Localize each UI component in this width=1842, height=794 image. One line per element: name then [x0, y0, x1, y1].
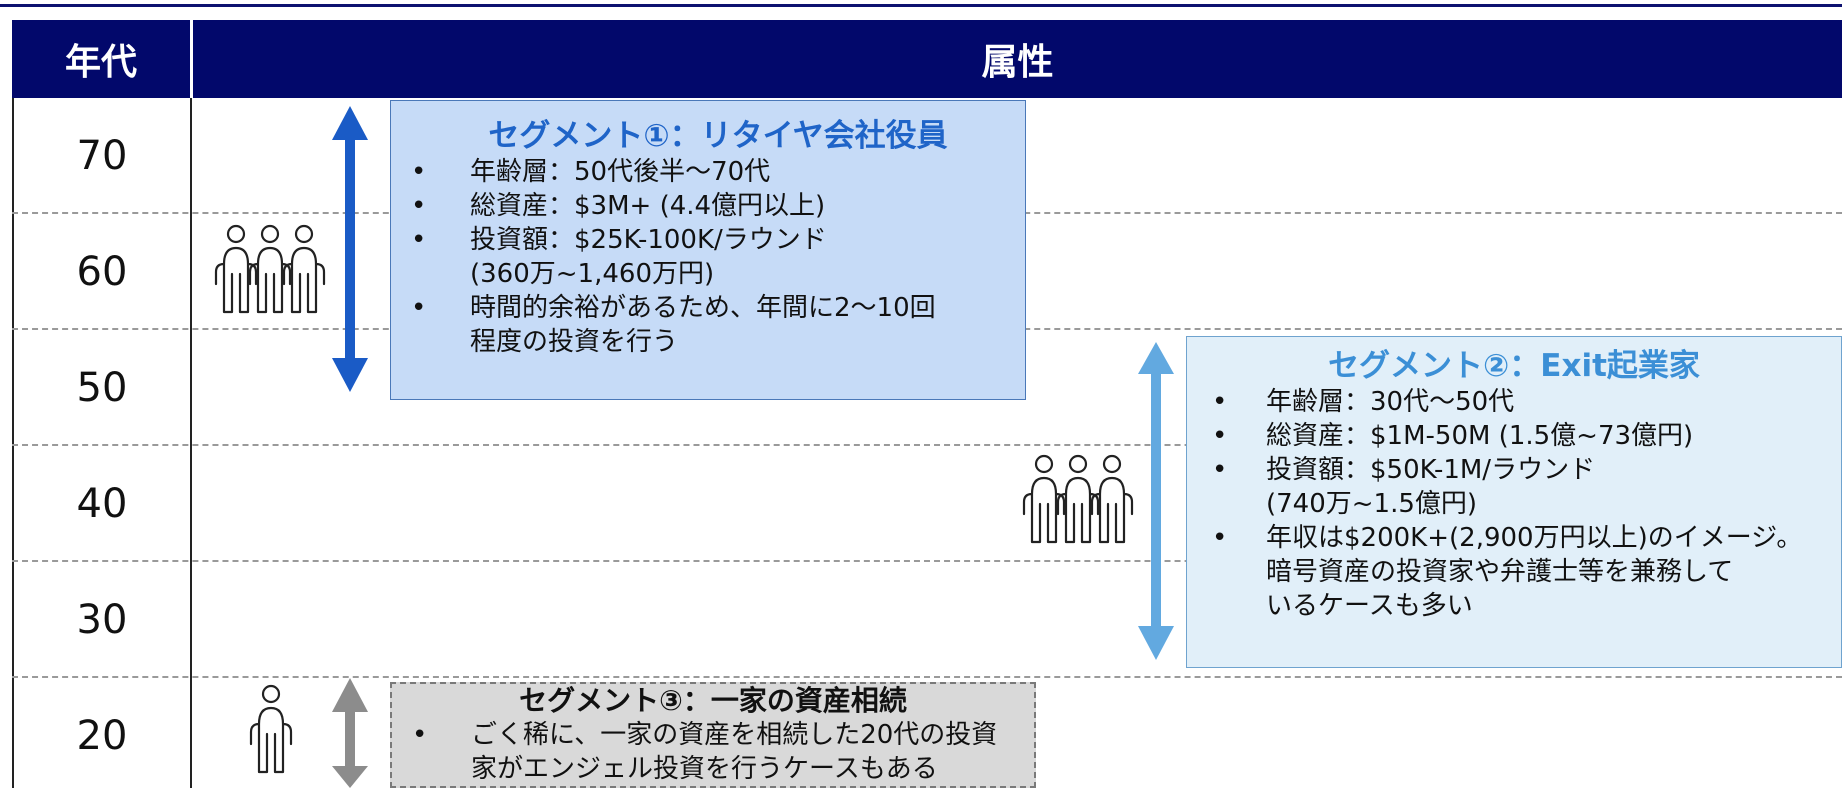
list-item: •投資額：$50K-1M/ラウンド (740万~1.5億円) [1212, 455, 1596, 519]
row-separator [12, 560, 1842, 562]
bullet-text: 年齢層：30代～50代 [1266, 387, 1515, 417]
bullet-text: 時間的余裕があるため、年間に2～10回 程度の投資を行う [470, 293, 936, 357]
age-label-40: 40 [76, 481, 128, 527]
single-person-icon [249, 684, 293, 774]
segment-3-title: セグメント③：一家の資産相続 [519, 684, 907, 717]
segment-1-box: セグメント①：リタイヤ会社役員 •年齢層：50代後半～70代 •総資産：$3M+… [390, 100, 1026, 400]
age-label-70: 70 [76, 133, 128, 179]
age-label-60: 60 [76, 249, 128, 295]
segment-3-bullets: •ごく稀に、一家の資産を相続した20代の投資 家がエンジェル投資を行うケースもあ… [392, 718, 1034, 786]
segment-3-age-range-arrow [332, 678, 368, 788]
age-label-30: 30 [76, 597, 128, 643]
segment-2-bullets: •年齢層：30代～50代 •総資産：$1M-50M (1.5億~73億円) •投… [1187, 385, 1841, 623]
table-header: 年代 属性 [12, 20, 1842, 98]
bullet-text: 年収は$200K+(2,900万円以上)のイメージ。 暗号資産の投資家や弁護士等… [1266, 523, 1803, 621]
top-rule [0, 4, 1842, 7]
list-item: •年齢層：30代～50代 [1212, 387, 1515, 417]
segment-2-title: セグメント②：Exit起業家 [1328, 348, 1700, 384]
age-column-header: 年代 [64, 42, 137, 83]
segment-2-age-range-arrow [1138, 342, 1174, 660]
segment-2-box: セグメント②：Exit起業家 •年齢層：30代～50代 •総資産：$1M-50M… [1186, 336, 1842, 668]
bullet-text: ごく稀に、一家の資産を相続した20代の投資 家がエンジェル投資を行うケースもある [471, 720, 998, 784]
segment-1-title: セグメント①：リタイヤ会社役員 [488, 118, 948, 154]
list-item: •投資額：$25K-100K/ラウンド (360万~1,460万円) [411, 225, 827, 289]
list-item: •年齢層：50代後半～70代 [411, 157, 771, 187]
attribute-column-header: 属性 [981, 42, 1054, 83]
row-separator [12, 444, 1842, 446]
bullet-text: 投資額：$50K-1M/ラウンド (740万~1.5億円) [1266, 455, 1596, 519]
list-item: •時間的余裕があるため、年間に2～10回 程度の投資を行う [411, 293, 936, 357]
three-persons-icon [1022, 454, 1134, 544]
bullet-text: 総資産：$1M-50M (1.5億~73億円) [1266, 421, 1694, 451]
age-label-20: 20 [76, 713, 128, 759]
list-item: •総資産：$3M+ (4.4億円以上) [411, 191, 826, 221]
list-item: •年収は$200K+(2,900万円以上)のイメージ。 暗号資産の投資家や弁護士… [1212, 523, 1803, 621]
age-label-50: 50 [76, 365, 128, 411]
bullet-text: 投資額：$25K-100K/ラウンド (360万~1,460万円) [470, 225, 827, 289]
segment-1-age-range-arrow [332, 106, 368, 392]
three-persons-icon [214, 224, 326, 314]
bullet-text: 総資産：$3M+ (4.4億円以上) [470, 191, 826, 221]
list-item: •総資産：$1M-50M (1.5億~73億円) [1212, 421, 1694, 451]
segment-3-box: セグメント③：一家の資産相続 •ごく稀に、一家の資産を相続した20代の投資 家が… [390, 682, 1036, 788]
bullet-text: 年齢層：50代後半～70代 [470, 157, 771, 187]
table-left-border [12, 98, 14, 788]
row-separator [12, 676, 1842, 678]
list-item: •ごく稀に、一家の資産を相続した20代の投資 家がエンジェル投資を行うケースもあ… [412, 720, 998, 784]
segment-1-bullets: •年齢層：50代後半～70代 •総資産：$3M+ (4.4億円以上) •投資額：… [391, 155, 1005, 359]
column-divider [190, 98, 192, 788]
header-divider [190, 20, 193, 98]
